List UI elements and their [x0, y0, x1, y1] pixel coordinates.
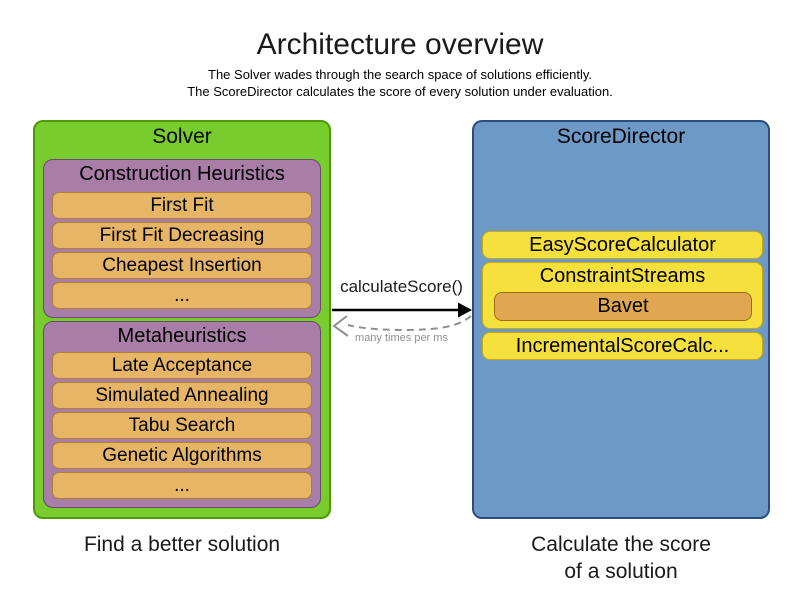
call-arrows	[332, 302, 472, 337]
incremental-score-calculator-box: IncrementalScoreCalc...	[482, 332, 763, 360]
bavet-box: Bavet	[494, 292, 752, 321]
subtitle-line-2: The ScoreDirector calculates the score o…	[187, 84, 613, 99]
solver-caption: Find a better solution	[83, 533, 281, 556]
solver-box: Solver Construction Heuristics First Fit…	[33, 120, 331, 519]
metaheuristics-title: Metaheuristics	[117, 325, 247, 347]
metaheuristics-group: Metaheuristics Late Acceptance Simulated…	[43, 321, 321, 508]
score-director-caption-line-1: Calculate the score	[531, 533, 711, 556]
dashed-return-arrow	[332, 315, 472, 337]
item-tabu-search: Tabu Search	[52, 412, 312, 439]
constraint-streams-box: ConstraintStreams Bavet	[482, 262, 763, 329]
score-director-caption-line-2: of a solution	[564, 560, 678, 583]
item-first-fit-decreasing: First Fit Decreasing	[52, 222, 312, 249]
construction-heuristics-items: First Fit First Fit Decreasing Cheapest …	[52, 192, 312, 309]
item-metaheuristics-ellipsis: ...	[52, 472, 312, 499]
constraint-streams-label: ConstraintStreams	[539, 264, 706, 287]
item-construction-ellipsis: ...	[52, 282, 312, 309]
score-director-caption: Calculate the score of a solution	[472, 531, 770, 585]
metaheuristics-items: Late Acceptance Simulated Annealing Tabu…	[52, 352, 312, 499]
construction-heuristics-title: Construction Heuristics	[79, 163, 285, 185]
page-title: Architecture overview	[256, 28, 544, 61]
solver-box-title: Solver	[152, 125, 212, 148]
easy-score-calculator-label: EasyScoreCalculator	[529, 233, 716, 256]
incremental-score-calculator-label: IncrementalScoreCalc...	[515, 334, 730, 357]
easy-score-calculator-box: EasyScoreCalculator	[482, 231, 763, 259]
score-director-box-title: ScoreDirector	[556, 125, 686, 148]
construction-heuristics-group: Construction Heuristics First Fit First …	[43, 159, 321, 318]
item-first-fit: First Fit	[52, 192, 312, 219]
item-late-acceptance: Late Acceptance	[52, 352, 312, 379]
score-director-box: ScoreDirector EasyScoreCalculator Constr…	[472, 120, 770, 519]
calculate-score-call-label: calculateScore()	[340, 277, 463, 296]
item-cheapest-insertion: Cheapest Insertion	[52, 252, 312, 279]
item-genetic-algorithms: Genetic Algorithms	[52, 442, 312, 469]
subtitle-line-1: The Solver wades through the search spac…	[208, 67, 592, 82]
frequency-label: many times per ms	[355, 332, 448, 344]
solid-call-arrow	[332, 302, 472, 318]
item-simulated-annealing: Simulated Annealing	[52, 382, 312, 409]
